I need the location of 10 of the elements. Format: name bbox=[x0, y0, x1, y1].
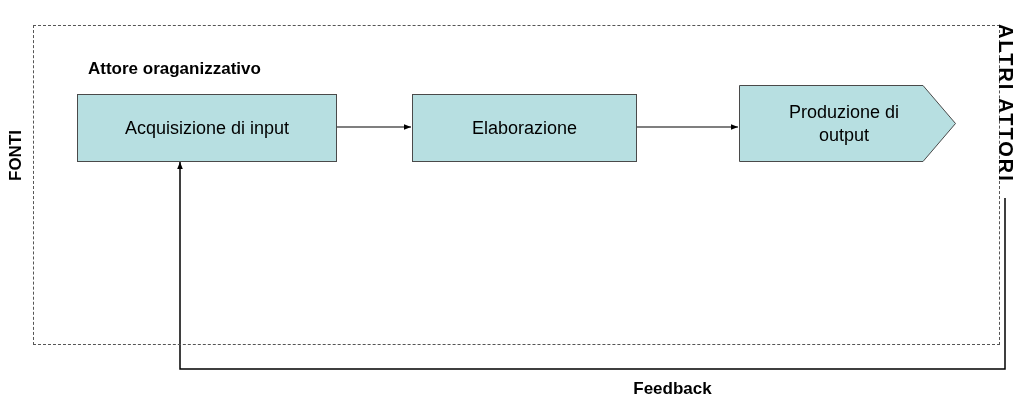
process-box: Acquisizione di input bbox=[77, 94, 337, 162]
arrow bbox=[635, 124, 739, 130]
arrow bbox=[335, 124, 412, 130]
group-heading: Attore oraganizzativo bbox=[88, 59, 261, 79]
side-label: FONTI bbox=[6, 130, 26, 181]
process-box: Elaborazione bbox=[412, 94, 637, 162]
arrow bbox=[177, 161, 1006, 370]
output-pentagon: Produzione di output bbox=[739, 85, 956, 162]
side-label: ALTRI ATTORI bbox=[995, 8, 1017, 198]
organization-boundary bbox=[33, 25, 1000, 345]
